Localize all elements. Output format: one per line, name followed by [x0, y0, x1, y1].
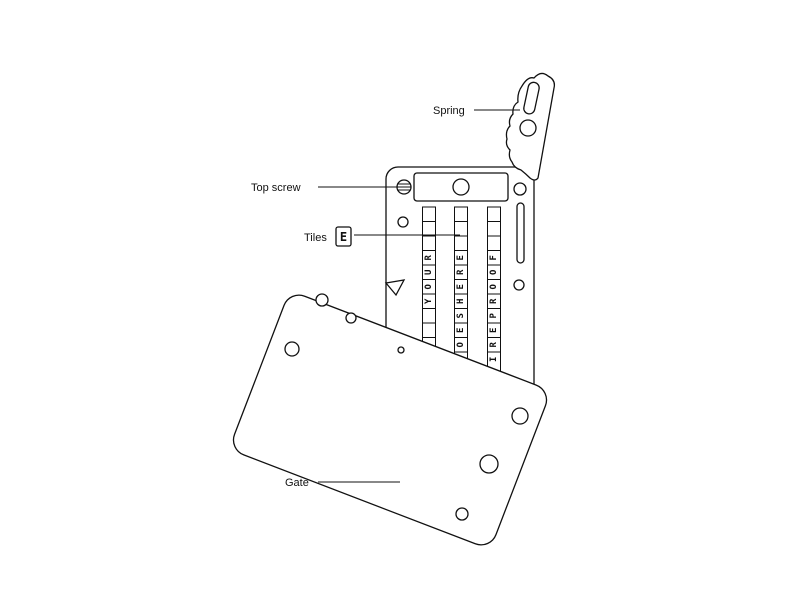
tile-letter: E — [456, 284, 466, 289]
tile-letter: R — [489, 298, 499, 304]
tile-letter: R — [489, 341, 499, 347]
tiles-label: Tiles — [304, 232, 327, 244]
plate-hole-left — [397, 216, 409, 228]
top-screw-label: Top screw — [251, 182, 301, 194]
plate-notch — [384, 279, 406, 297]
plate-hole-right — [513, 279, 525, 291]
spring-slot — [523, 81, 540, 115]
annotations: Spring Top screw Tiles E Gate — [251, 105, 520, 489]
tile-letter: E — [456, 328, 466, 333]
tile-letter: R — [424, 254, 434, 260]
tile-letter: O — [489, 283, 499, 289]
gate — [232, 293, 548, 546]
gate-hole-1 — [315, 293, 329, 307]
gate-hole-5 — [511, 407, 529, 425]
plate-slot — [516, 202, 525, 264]
gate-hole-2 — [345, 312, 357, 324]
gate-hole-3 — [284, 341, 300, 357]
tile-letter: R — [456, 269, 466, 275]
gate-label: Gate — [285, 477, 309, 489]
top-screw-icon — [396, 179, 412, 195]
tile-letter: F — [489, 255, 499, 260]
tile-letter: O — [424, 283, 434, 289]
svg-text:E: E — [340, 230, 347, 244]
tile-icon: E — [335, 226, 352, 247]
tile-letter: U — [424, 270, 434, 275]
tile-letter: E — [456, 255, 466, 260]
gate-hole-7 — [455, 507, 469, 521]
gate-hole-6 — [479, 454, 499, 474]
gate-hole-4 — [397, 346, 405, 354]
gate-body — [232, 294, 548, 546]
tile-letter: S — [456, 313, 466, 318]
plate-hole-top-right — [513, 182, 527, 196]
block-hole — [452, 178, 470, 196]
tile-letter: O — [489, 269, 499, 275]
tile-letter: H — [456, 299, 466, 304]
spring-hole — [519, 119, 537, 137]
tile-letter: P — [489, 312, 499, 318]
tile-letter: O — [456, 341, 466, 347]
spring — [505, 72, 556, 181]
tile-letter: Y — [424, 298, 434, 304]
spring-label: Spring — [433, 105, 465, 117]
tile-letter: I — [489, 357, 499, 362]
tile-letter: E — [489, 328, 499, 333]
